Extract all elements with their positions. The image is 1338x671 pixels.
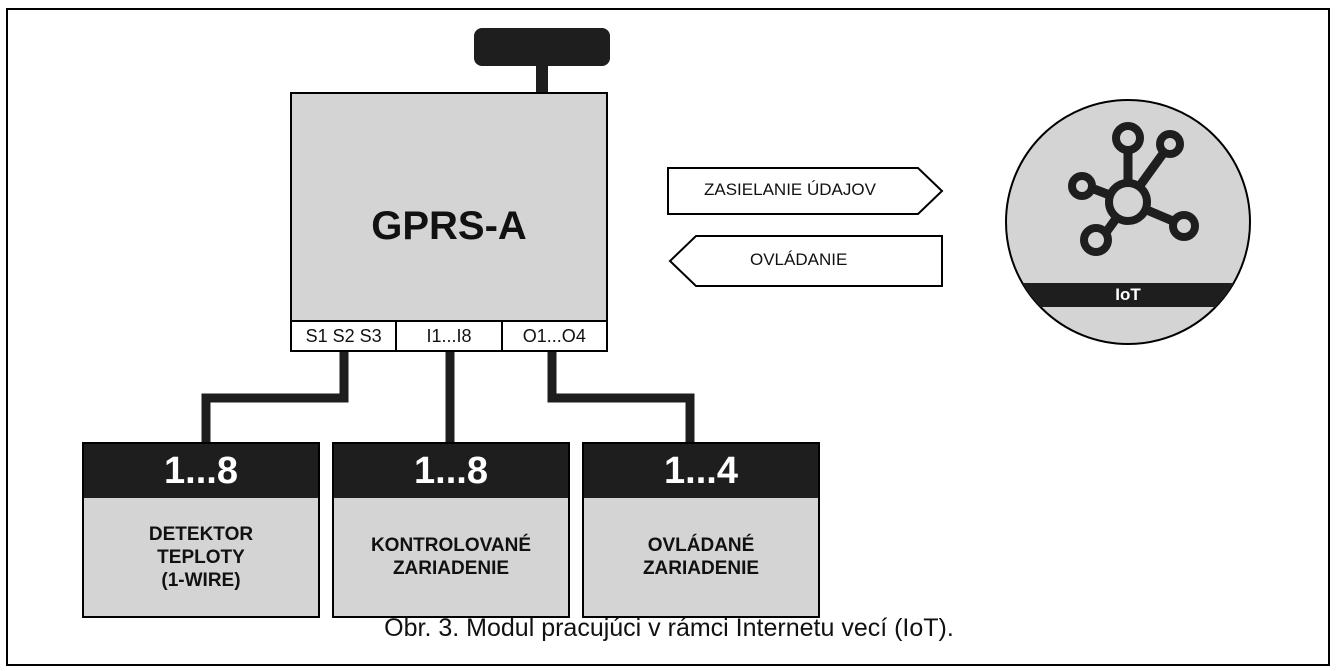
device-box-temperature: 1...8 DETEKTOR TEPLOTY (1-WIRE)	[82, 442, 320, 618]
wire-outputs	[547, 350, 695, 446]
iot-label: IoT	[1115, 285, 1141, 304]
port-inputs: I1...I8	[397, 322, 503, 350]
port-strip: S1 S2 S3 I1...I8 O1...O4	[292, 320, 606, 350]
figure-caption: Obr. 3. Modul pracujúci v rámci Internet…	[384, 614, 954, 642]
control-arrow	[668, 235, 943, 287]
device-box-controlled: 1...4 OVLÁDANÉ ZARIADENIE	[582, 442, 820, 618]
device-box-monitored: 1...8 KONTROLOVANÉ ZARIADENIE	[332, 442, 570, 618]
iot-circle	[1005, 99, 1251, 345]
device-label: KONTROLOVANÉ ZARIADENIE	[370, 535, 532, 579]
control-arrow-label: OVLÁDANIE	[750, 250, 848, 269]
send-arrow	[667, 167, 944, 215]
port-outputs: O1...O4	[522, 325, 586, 346]
device-label: DETEKTOR TEPLOTY (1-WIRE)	[148, 523, 254, 591]
antenna-icon	[474, 28, 610, 66]
port-sensors: S1 S2 S3	[292, 322, 398, 350]
device-range: 1...4	[584, 444, 818, 498]
gprs-module: GPRS-A S1 S2 S3 I1...I8 O1...O4	[290, 92, 608, 352]
antenna-mast	[536, 60, 548, 94]
device-range: 1...8	[334, 444, 568, 498]
module-title: GPRS-A	[371, 204, 527, 248]
wire-sensors	[201, 350, 349, 446]
device-label: OVLÁDANÉ ZARIADENIE	[642, 535, 760, 579]
send-arrow-label: ZASIELANIE ÚDAJOV	[704, 180, 876, 199]
diagram-frame	[6, 8, 1330, 666]
device-range: 1...8	[84, 444, 318, 498]
